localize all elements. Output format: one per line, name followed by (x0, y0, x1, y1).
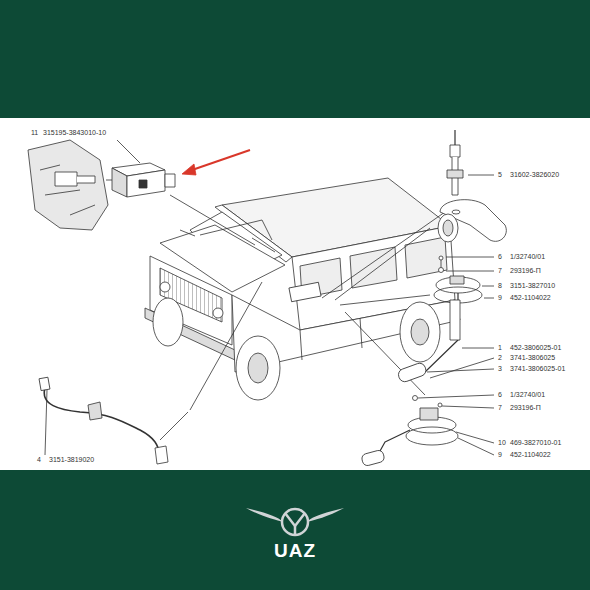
part-number: 1/32740/01 (509, 391, 546, 399)
speedometer-cable (44, 388, 160, 455)
part-number: 3151-3827010 (509, 282, 556, 290)
callout-number: 7 (497, 267, 503, 275)
top-band (0, 0, 590, 118)
brand-name: UAZ (274, 540, 316, 562)
rear-wheel (400, 302, 440, 362)
temperature-sensor (450, 145, 460, 157)
callout-number: 9 (497, 451, 503, 459)
part-number: 293196-П (509, 267, 542, 275)
bottom-band (0, 470, 590, 590)
callout-number: 3 (497, 365, 503, 373)
float (361, 449, 385, 466)
callout-number: 10 (497, 439, 507, 447)
part-number: 469-3827010-01 (509, 439, 562, 447)
part-number: 293196-П (509, 404, 542, 412)
part-number: 452-1104022 (509, 451, 552, 459)
callout-number: 7 (497, 404, 503, 412)
front-wheel (236, 336, 280, 400)
callout-number: 11 (30, 129, 39, 137)
engine-fragment (28, 140, 108, 230)
part-number: 315195-3843010-10 (42, 129, 107, 137)
float (397, 362, 428, 384)
part-number: 3741-3806025 (509, 354, 556, 362)
callout-number: 6 (497, 391, 503, 399)
uaz-emblem (246, 508, 344, 535)
callout-number: 6 (497, 253, 503, 261)
callout-number: 2 (497, 354, 503, 362)
sensor-socket (55, 172, 77, 186)
part-number: 3151-3819020 (48, 456, 95, 464)
callout-number: 4 (36, 456, 42, 464)
callout-number: 8 (497, 282, 503, 290)
callout-number: 5 (497, 171, 503, 179)
part-number: 452-1104022 (509, 294, 552, 302)
part-number: 31602-3826020 (509, 171, 560, 179)
part-number: 1/32740/01 (509, 253, 546, 261)
callout-number: 1 (497, 344, 503, 352)
front-right-wheel (153, 298, 183, 346)
fuel-sender-flange (436, 277, 480, 293)
coolant-housing (440, 200, 506, 242)
callout-number: 9 (497, 294, 503, 302)
part-number: 3741-3806025-01 (509, 365, 566, 373)
part-number: 452-3806025-01 (509, 344, 562, 352)
